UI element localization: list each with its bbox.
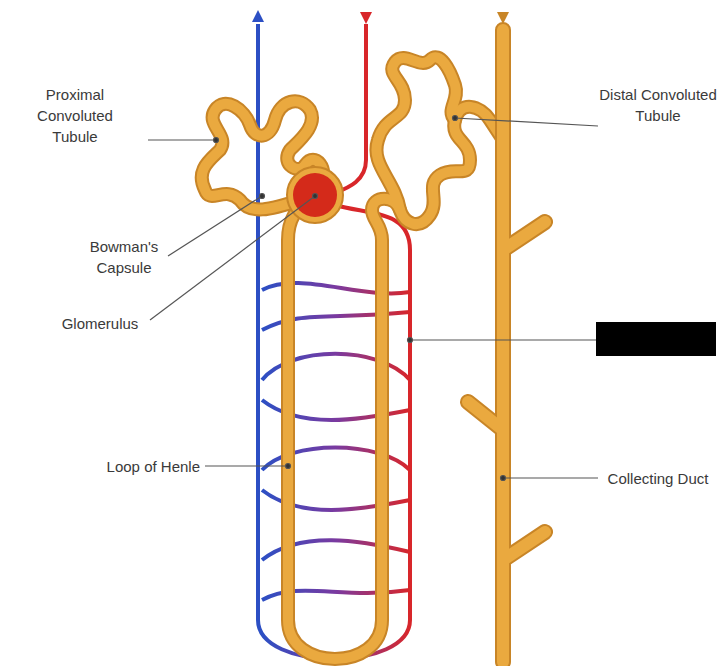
nephron-tubule xyxy=(376,57,456,210)
leader-line xyxy=(410,339,596,340)
duct-outline xyxy=(468,30,545,662)
leader-line xyxy=(455,118,598,126)
leader-dot xyxy=(313,194,318,199)
nephron-tubule xyxy=(202,101,503,659)
part-label: Collecting Duct xyxy=(598,468,718,489)
tubule-outline xyxy=(202,57,503,659)
redaction-box xyxy=(596,322,716,356)
flow-arrow xyxy=(360,12,372,24)
flow-arrow xyxy=(252,10,264,22)
leader-line xyxy=(205,465,288,466)
duct-fill xyxy=(468,30,545,662)
leader-dot xyxy=(408,338,413,343)
part-label: Distal Convoluted Tubule xyxy=(598,84,718,126)
glomerulus xyxy=(293,173,337,217)
leader-lines xyxy=(148,116,598,481)
nephron-tubule xyxy=(202,101,503,659)
leader-line xyxy=(150,196,315,320)
efferent-arteriole xyxy=(335,205,410,620)
tubule-fill xyxy=(202,57,503,659)
nephron-tubule xyxy=(376,57,456,210)
bowmans-capsule xyxy=(287,167,343,223)
leader-dot xyxy=(286,464,291,469)
leader-dot xyxy=(260,194,265,199)
leader-dot xyxy=(214,138,219,143)
leader-dot xyxy=(501,476,506,481)
part-label: Loop of Henle xyxy=(20,456,200,477)
afferent-arteriole xyxy=(330,24,366,195)
leader-line xyxy=(148,139,216,140)
part-label: Glomerulus xyxy=(40,313,160,334)
part-label: Proximal Convoluted Tubule xyxy=(14,84,136,147)
part-label: Bowman's Capsule xyxy=(68,236,180,278)
leader-dot xyxy=(453,116,458,121)
collecting-duct-tube xyxy=(468,30,545,662)
leader-line xyxy=(503,477,598,478)
